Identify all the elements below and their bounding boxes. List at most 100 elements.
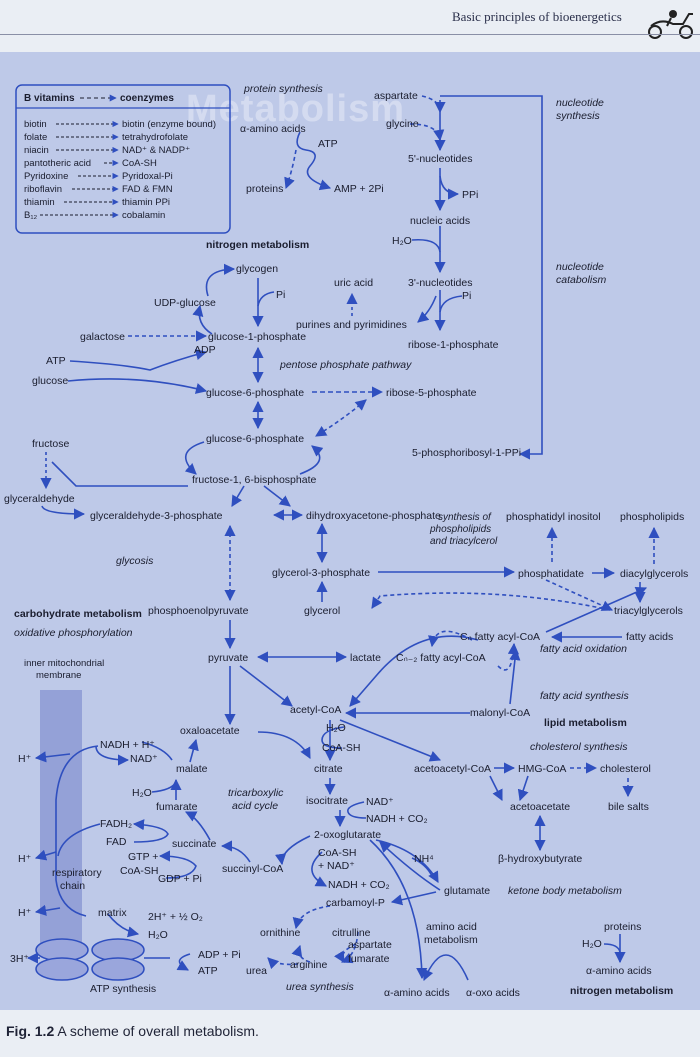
line: nucleotide [556, 261, 604, 273]
diagram-panel: Metabolism [0, 52, 700, 1010]
vitamin-name: Pyridoxine [24, 171, 68, 182]
fbp-to-g3p [231, 485, 245, 507]
label-pi-glycogen: Pi [276, 289, 285, 301]
label-glycogen: glycogen [236, 263, 278, 275]
label-fructose-bisphosphate: fructose-1, 6-bisphosphate [192, 474, 316, 486]
label-phospholipids: phospholipids [620, 511, 684, 523]
coenzyme-name: NAD⁺ & NADP⁺ [122, 145, 190, 156]
proton-pump-3 [34, 904, 61, 916]
label-glucose-1-phosphate: glucose-1-phosphate [208, 331, 306, 343]
label-lactate: lactate [350, 652, 381, 664]
label-beta-hydroxybutyrate: β-hydroxybutyrate [498, 853, 582, 865]
label-glutamate: glutamate [444, 885, 490, 897]
line: inner mitochondrial [24, 658, 104, 669]
label-acetoacetyl-coa: acetoacetyl-CoA [414, 763, 491, 775]
vitamin-name: thiamin [24, 197, 55, 208]
vitamin-name: folate [24, 132, 47, 143]
label-glycosis: glycosis [116, 555, 154, 567]
acylcoa-to-acetylcoa [349, 635, 479, 707]
h2o-input [411, 238, 441, 253]
label-aspartate-bottom: aspartate [348, 939, 392, 951]
label-g3p: glyceraldehyde-3-phosphate [90, 510, 223, 522]
label-pentose-phosphate: pentose phosphate pathway [279, 359, 412, 371]
vitamin-dashed-arrows [40, 120, 119, 219]
figure-caption-text: A scheme of overall metabolism. [57, 1023, 259, 1039]
vitamins-heading-right: coenzymes [120, 93, 174, 104]
inner-membrane-band [40, 690, 82, 945]
label-pi-nuc: Pi [462, 290, 471, 302]
label-coa-sh-succ: CoA-SH [120, 865, 159, 877]
label-purines-pyrimidines: purines and pyrimidines [296, 319, 407, 331]
label-galactose: galactose [80, 331, 125, 343]
label-aspartate-top: aspartate [374, 90, 418, 102]
h2o-proteins-input [603, 943, 621, 953]
line: + NAD⁺ [318, 860, 355, 872]
coenzyme-name: FAD & FMN [122, 184, 173, 195]
label-arginine: arginine [290, 959, 328, 971]
label-ornithine: ornithine [260, 927, 300, 939]
line: metabolism [424, 934, 478, 946]
acetoacetyl-down [489, 775, 503, 802]
label-phosphatidate: phosphatidate [518, 568, 584, 580]
label-glyceraldehyde: glyceraldehyde [4, 493, 75, 505]
label-h2o-matrix: H₂O [148, 929, 168, 941]
label-h-plus-2: H⁺ [18, 853, 32, 865]
label-lipid-metabolism: lipid metabolism [544, 717, 627, 729]
vitamin-name: pantotheric acid [24, 158, 91, 169]
label-fatty-acids: fatty acids [626, 631, 673, 643]
figure-caption: Fig. 1.2 A scheme of overall metabolism. [6, 1023, 259, 1039]
label-amp-2pi: AMP + 2Pi [334, 183, 384, 195]
acetylcoa-to-malonyl [509, 648, 521, 705]
label-triacylglycerols: triacylglycerols [614, 605, 683, 617]
label-adp-glc: ADP [194, 344, 216, 356]
label-pyruvate: pyruvate [208, 652, 248, 664]
ppi-release [439, 175, 460, 200]
label-malonyl-coa: malonyl-CoA [470, 707, 530, 719]
aspartate-to-nucleotides [421, 95, 446, 114]
nad-nadh-iso [347, 801, 367, 819]
label-h2o-proteins: H₂O [582, 938, 602, 950]
beta-oxidation-cycle [428, 630, 473, 648]
label-alpha-amino-acids-top: α-amino acids [240, 123, 306, 135]
fbp-to-dhap [263, 485, 291, 507]
pathway-labels: protein synthesis α-amino acids ATP prot… [4, 83, 688, 999]
vitamin-rows: biotin biotin (enzyme bound) folate tetr… [24, 119, 216, 221]
label-fumarate: fumarate [156, 801, 198, 813]
oxoglutarate-to-succinylcoa [275, 835, 311, 866]
label-fad: FAD [106, 836, 127, 848]
label-carbohydrate-metabolism: carbohydrate metabolism [14, 608, 142, 620]
hmg-to-acetoacetate [517, 775, 529, 802]
label-cholesterol: cholesterol [600, 763, 651, 775]
line: membrane [36, 670, 81, 681]
line: chain [60, 880, 85, 892]
pi-input-nucleotides [439, 295, 463, 313]
vitamin-name: B₁₂ [24, 210, 38, 221]
label-3-nucleotides: 3'-nucleotides [408, 277, 472, 289]
atp-synthase-subunit-4 [91, 957, 145, 981]
vitamins-box [15, 84, 231, 234]
h2o-fumarate [151, 781, 177, 793]
coenzyme-name: thiamin PPi [122, 197, 170, 208]
matrix-to-water [107, 913, 140, 938]
figure-caption-label: Fig. 1.2 [6, 1023, 55, 1039]
coenzyme-name: biotin (enzyme bound) [122, 119, 216, 130]
line: and triacylcerol [430, 536, 498, 547]
adp-to-atp [176, 953, 191, 971]
label-matrix: matrix [98, 907, 127, 919]
label-h-plus-3: H⁺ [18, 907, 32, 919]
label-h-plus-1: H⁺ [18, 753, 32, 765]
label-oxoglutarate: 2-oxoglutarate [314, 829, 381, 841]
label-prpp: 5-phosphoribosyl-1-PPi [412, 447, 521, 459]
label-fatty-acid-synthesis: fatty acid synthesis [540, 690, 629, 702]
label-dhap: dihydroxyacetone-phosphate [306, 510, 441, 522]
label-fructose: fructose [32, 438, 70, 450]
label-succinate: succinate [172, 838, 217, 850]
protein-synth-atp-curve [296, 131, 332, 191]
vitamin-name: riboflavin [24, 184, 62, 195]
label-atp-top: ATP [318, 138, 338, 150]
